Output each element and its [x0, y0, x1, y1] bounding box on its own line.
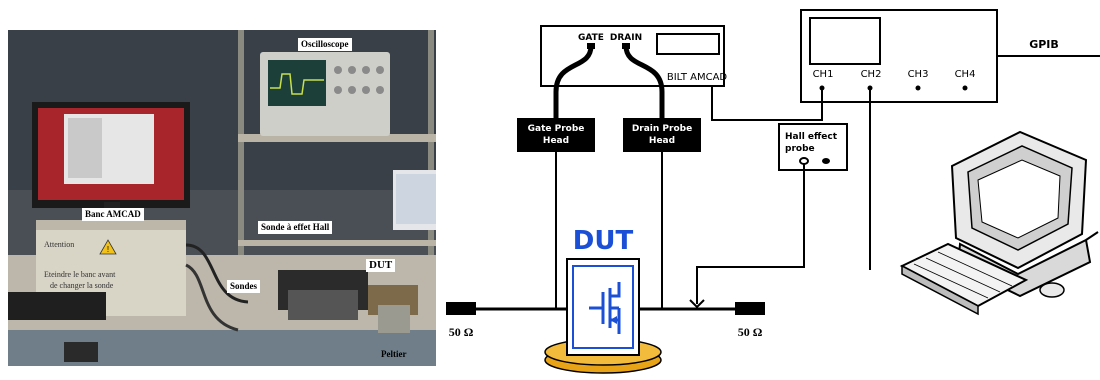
hall-drain-link — [697, 164, 804, 304]
scope-ch4-label: CH4 — [955, 69, 976, 80]
amcad-display — [657, 34, 719, 54]
hall-probe-line-1: Hall effect — [785, 132, 838, 142]
gpib-label: GPIB — [1029, 38, 1059, 51]
gate-probe-line-2: Head — [543, 136, 569, 146]
amcad-gate-label: GATE — [578, 33, 604, 43]
load-right-label: 50 Ω — [738, 325, 763, 339]
load-right — [735, 302, 765, 315]
hall-probe-line-2: probe — [785, 144, 815, 154]
amcad-name-label: BILT AMCAD — [667, 72, 728, 83]
scope-ch3-label: CH3 — [908, 69, 929, 80]
scope-ch2-label: CH2 — [861, 69, 882, 80]
drain-probe-line-1: Drain Probe — [632, 124, 692, 134]
drain-probe-line-2: Head — [649, 136, 675, 146]
oscilloscope-screen — [810, 18, 880, 64]
scope-ch1-label: CH1 — [813, 69, 834, 80]
load-left-label: 50 Ω — [449, 325, 474, 339]
computer-icon — [902, 132, 1098, 314]
dut-title: DUT — [573, 226, 634, 256]
load-left — [446, 302, 476, 315]
amcad-drain-label: DRAIN — [610, 33, 642, 43]
gate-probe-line-1: Gate Probe — [528, 124, 585, 134]
